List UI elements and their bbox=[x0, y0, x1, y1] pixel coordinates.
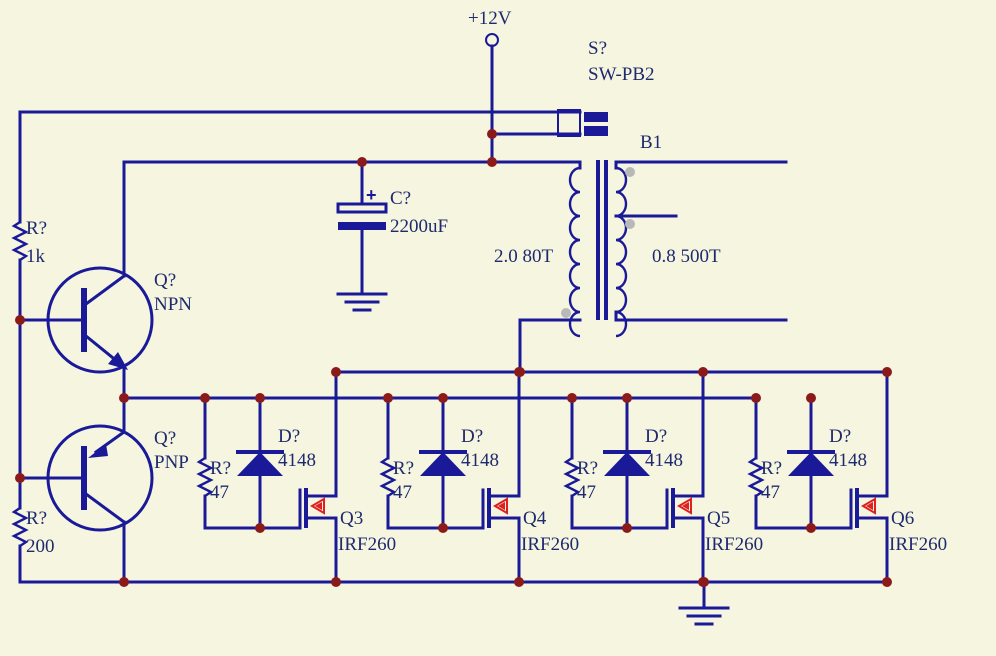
transformer-primary: 2.0 80T bbox=[494, 246, 554, 267]
pnp-transistor: Q? PNP bbox=[18, 396, 189, 584]
stage-mosfet-ref: Q6 bbox=[891, 508, 914, 529]
stage-resistor-value: 47 bbox=[393, 482, 412, 503]
stage-diode-value: 4148 bbox=[278, 450, 316, 471]
capacitor: + C? 2200uF bbox=[336, 160, 448, 312]
npn-type: NPN bbox=[154, 294, 192, 315]
stage-diode-ref: D? bbox=[645, 426, 667, 447]
stage-diode-value: 4148 bbox=[461, 450, 499, 471]
stage-resistor-ref: R? bbox=[393, 458, 414, 479]
r-bottom-value: 200 bbox=[26, 536, 55, 557]
stage-diode-value: 4148 bbox=[645, 450, 683, 471]
capacitor-value: 2200uF bbox=[390, 216, 448, 237]
stage-resistor-value: 47 bbox=[210, 482, 229, 503]
r-bottom-ref: R? bbox=[26, 508, 47, 529]
supply-label: +12V bbox=[468, 8, 512, 29]
stage-mosfet-value: IRF260 bbox=[521, 534, 579, 555]
pnp-type: PNP bbox=[154, 452, 189, 473]
transformer-secondary: 0.8 500T bbox=[652, 246, 721, 267]
r-top-ref: R? bbox=[26, 218, 47, 239]
r-top-value: 1k bbox=[26, 246, 46, 267]
stage-resistor-ref: R? bbox=[210, 458, 231, 479]
capacitor-ref: C? bbox=[390, 188, 411, 209]
wires-top bbox=[18, 44, 582, 170]
stage-resistor-ref: R? bbox=[761, 458, 782, 479]
stage-mosfet-value: IRF260 bbox=[705, 534, 763, 555]
npn-ref: Q? bbox=[154, 270, 176, 291]
supply-terminal: +12V bbox=[468, 8, 512, 47]
npn-transistor: Q? NPN bbox=[18, 160, 192, 400]
left-rail: R? 1k R? 200 bbox=[11, 110, 55, 584]
push-button-switch: S? SW-PB2 bbox=[557, 38, 655, 137]
stage-mosfet-ref: Q3 bbox=[340, 508, 363, 529]
junction-dots bbox=[15, 129, 709, 587]
stage-resistor-value: 47 bbox=[577, 482, 596, 503]
stage-diode-ref: D? bbox=[829, 426, 851, 447]
stage-diode-ref: D? bbox=[278, 426, 300, 447]
switch-ref: S? bbox=[588, 38, 607, 59]
stage-mosfet-value: IRF260 bbox=[338, 534, 396, 555]
stage-mosfet-ref: Q5 bbox=[707, 508, 730, 529]
stage-diode-ref: D? bbox=[461, 426, 483, 447]
transformer: B1 2.0 80T 0.8 500T bbox=[494, 132, 788, 338]
switch-value: SW-PB2 bbox=[588, 64, 655, 85]
stage-mosfet-value: IRF260 bbox=[889, 534, 947, 555]
stage-diode-value: 4148 bbox=[829, 450, 867, 471]
transformer-ref: B1 bbox=[640, 132, 662, 153]
stage-resistor-value: 47 bbox=[761, 482, 780, 503]
stage-resistor-ref: R? bbox=[577, 458, 598, 479]
svg-text:+: + bbox=[366, 185, 377, 205]
pnp-ref: Q? bbox=[154, 428, 176, 449]
stage-mosfet-ref: Q4 bbox=[523, 508, 547, 529]
